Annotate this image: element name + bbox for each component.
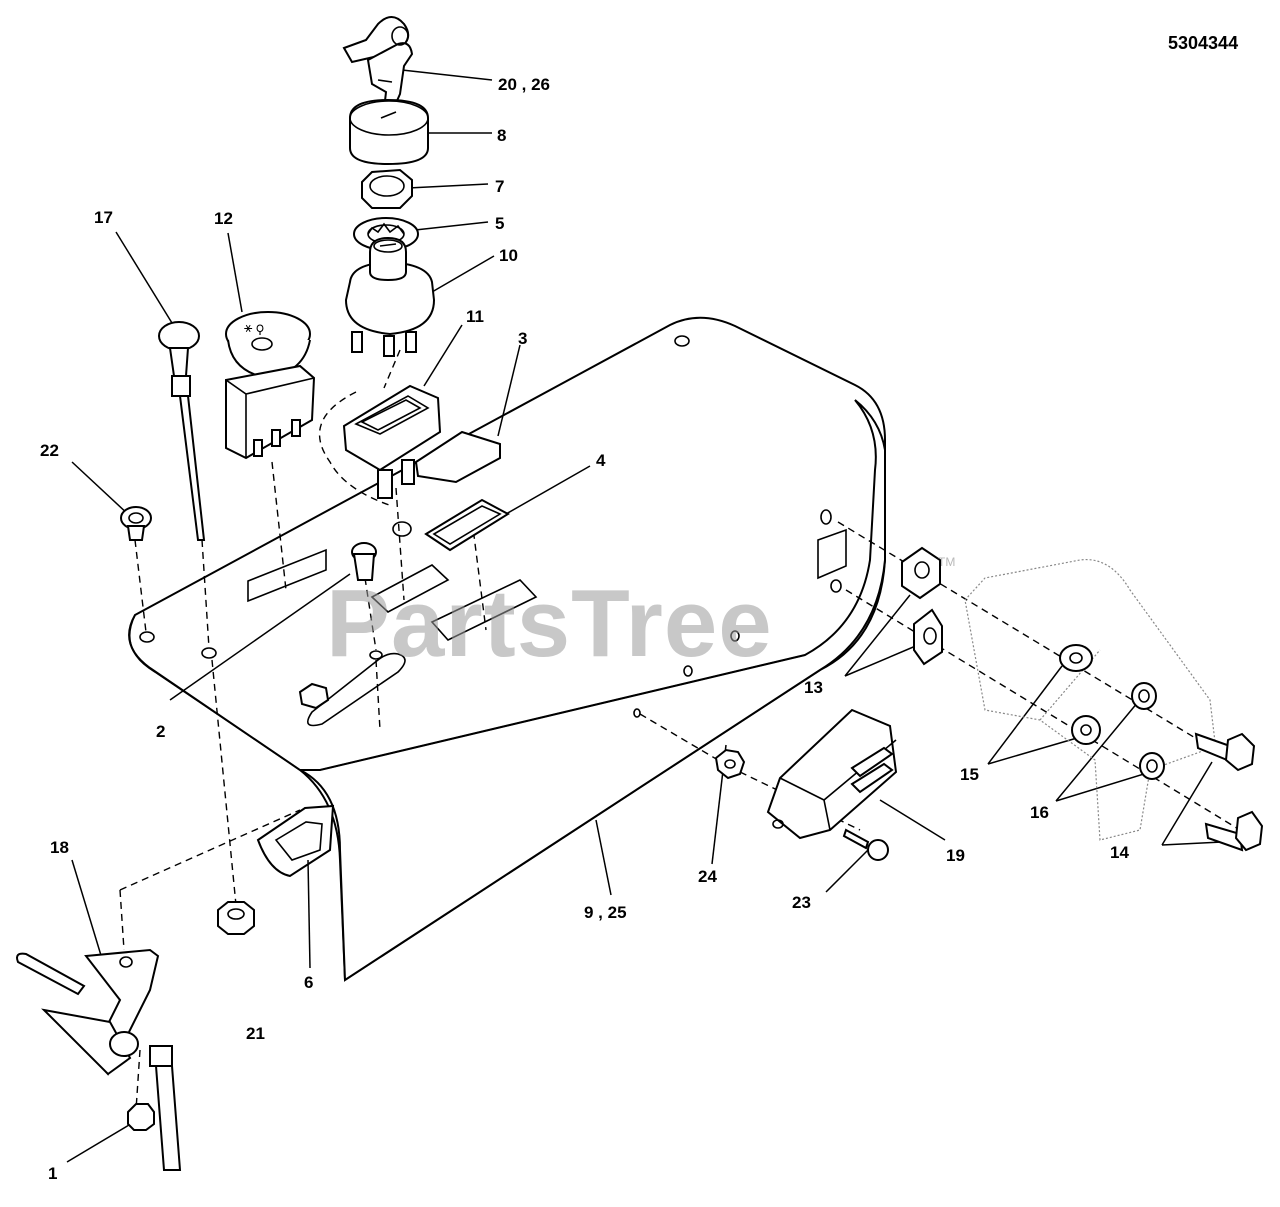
callout-17: 17 (94, 208, 113, 227)
callout-4: 4 (596, 451, 606, 470)
watermark: PartsTree (326, 570, 773, 677)
flat-washer-lower (1071, 715, 1101, 745)
callout-22: 22 (40, 441, 59, 460)
relay-module (766, 708, 898, 840)
callout-14: 14 (1110, 843, 1129, 862)
callout-2: 2 (156, 722, 165, 741)
flat-washer-upper (1059, 644, 1093, 672)
callout-9-25: 9 , 25 (584, 903, 627, 922)
mounting-bracket-ghost (964, 558, 1216, 841)
hex-nut-21 (217, 901, 255, 935)
switch-gasket (424, 498, 510, 552)
hex-nut-1 (127, 1103, 155, 1131)
callout-20-26: 20 , 26 (498, 75, 550, 94)
leader-lines (66, 69, 1223, 1163)
drawing-code: 5304344 (1168, 33, 1238, 53)
callout-13: 13 (804, 678, 823, 697)
callout-5: 5 (495, 214, 504, 233)
choke-linkage (16, 948, 182, 1171)
key-cap (349, 98, 429, 166)
callout-8: 8 (497, 126, 506, 145)
pivot-pin-2 (351, 542, 377, 581)
watermark-trademark: TM (938, 555, 955, 569)
callout-6: 6 (304, 973, 313, 992)
pto-switch: ⚹ ⚲ (225, 311, 316, 460)
hex-nut-24 (714, 748, 746, 780)
callout-labels: 20 , 26 8 7 5 10 11 3 12 17 22 4 2 18 6 … (40, 75, 1129, 1183)
callout-24: 24 (698, 867, 717, 886)
switch-cover (414, 430, 501, 484)
callout-23: 23 (792, 893, 811, 912)
shoulder-screw-22 (120, 506, 152, 541)
screw-23 (842, 828, 889, 861)
hex-bolt-lower (1204, 810, 1264, 852)
slot-bolt (298, 682, 330, 710)
pto-symbols: ⚹ ⚲ (244, 319, 264, 335)
dash-panel (128, 316, 886, 982)
callout-3: 3 (518, 329, 527, 348)
choke-control (158, 321, 206, 541)
hex-bolt-upper (1194, 732, 1256, 772)
ignition-keys (342, 16, 414, 114)
callout-1: 1 (48, 1164, 57, 1183)
callout-10: 10 (499, 246, 518, 265)
hex-nut-7 (361, 168, 413, 209)
lock-washer-lower (1139, 752, 1165, 780)
callout-11: 11 (466, 307, 484, 326)
headlight-switch (342, 384, 442, 499)
callout-7: 7 (495, 177, 504, 196)
ignition-switch (344, 236, 436, 357)
callout-15: 15 (960, 765, 979, 784)
assembly-lines (119, 349, 1241, 1111)
callout-12: 12 (214, 209, 233, 228)
callout-21: 21 (246, 1024, 265, 1043)
callout-19: 19 (946, 846, 965, 865)
speed-nut-upper (901, 546, 941, 600)
callout-18: 18 (50, 838, 69, 857)
lock-washer-upper (1131, 682, 1157, 710)
speed-nut-lower (913, 608, 943, 666)
callout-16: 16 (1030, 803, 1049, 822)
